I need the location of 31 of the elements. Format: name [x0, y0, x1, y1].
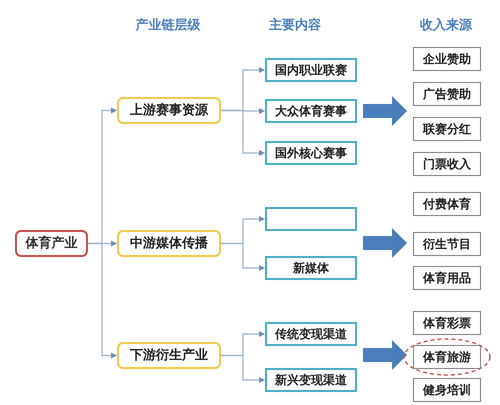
content-box — [265, 207, 357, 231]
revenue-box: 联赛分红 — [413, 117, 481, 141]
column-heading: 收入来源 — [420, 16, 472, 35]
root-box: 体育产业 — [15, 230, 88, 257]
content-box: 新媒体 — [265, 256, 357, 280]
content-box: 大众体育赛事 — [265, 99, 357, 123]
revenue-box: 广告赞助 — [413, 82, 481, 106]
revenue-box: 门票收入 — [413, 152, 481, 176]
stage-box: 中游媒体传播 — [117, 230, 221, 257]
revenue-box: 体育彩票 — [413, 311, 481, 335]
connector-arrow — [221, 354, 265, 383]
content-box: 传统变现渠道 — [265, 322, 357, 346]
block-arrow — [363, 340, 407, 370]
connector-arrow — [221, 110, 265, 156]
connector-arrow — [221, 242, 265, 271]
revenue-box: 体育旅游 — [413, 345, 481, 369]
revenue-box: 衍生节目 — [413, 232, 481, 256]
stage-box: 下游衍生产业 — [117, 342, 221, 369]
column-heading: 主要内容 — [269, 16, 321, 35]
content-box: 国外核心赛事 — [265, 141, 357, 165]
connector-arrow — [88, 242, 117, 358]
revenue-box: 付费体育 — [413, 192, 481, 216]
content-box: 新兴变现渠道 — [265, 368, 357, 392]
column-heading: 产业链层级 — [136, 16, 200, 35]
revenue-box: 企业赞助 — [413, 47, 481, 71]
content-box: 国内职业联赛 — [265, 58, 357, 82]
stage-box: 上游赛事资源 — [117, 97, 221, 124]
block-arrow — [363, 228, 407, 258]
block-arrow — [363, 96, 407, 126]
revenue-box: 体育用品 — [413, 266, 481, 290]
revenue-box: 健身培训 — [413, 378, 481, 402]
